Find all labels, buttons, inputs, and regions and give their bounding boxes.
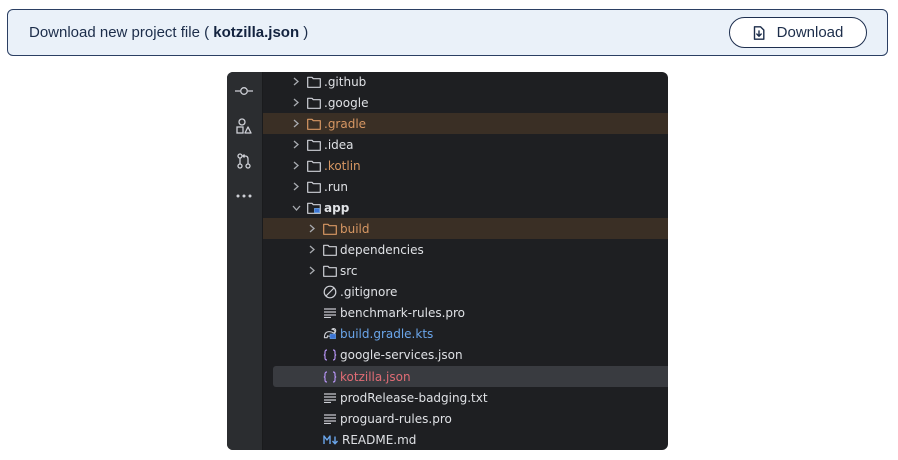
file-download-icon [753, 25, 765, 40]
folder-icon [307, 138, 321, 152]
tree-item-google-services[interactable]: google-services.json [263, 344, 668, 365]
tree-item-label: .run [324, 179, 348, 194]
chevron-right-icon[interactable] [291, 161, 301, 171]
chevron-right-icon[interactable] [291, 182, 301, 192]
commit-icon[interactable] [234, 81, 254, 101]
markdown-icon [323, 433, 339, 447]
tree-item-label: prodRelease-badging.txt [340, 390, 488, 405]
tree-item-gradle[interactable]: .gradle [263, 113, 668, 134]
tree-item-label: .kotlin [324, 158, 361, 173]
tree-item-run[interactable]: .run [263, 176, 668, 197]
tree-item-build-gradle-kts[interactable]: build.gradle.kts [263, 323, 668, 344]
tree-item-label: kotzilla.json [340, 369, 411, 384]
tree-item-proguard-rules[interactable]: proguard-rules.pro [263, 408, 668, 429]
chevron-down-icon[interactable] [291, 203, 301, 213]
download-banner: Download new project file ( kotzilla.jso… [7, 9, 888, 56]
tool-window-strip [227, 72, 263, 450]
text-file-icon [323, 306, 337, 320]
json-braces-icon [323, 370, 337, 384]
project-tree: .github .google .gradle .idea .kotlin .r… [263, 72, 668, 450]
tree-item-src[interactable]: src [263, 260, 668, 281]
tree-item-build[interactable]: build [263, 218, 668, 239]
download-button-label: Download [776, 24, 844, 41]
chevron-right-icon[interactable] [291, 140, 301, 150]
tree-item-google[interactable]: .google [263, 92, 668, 113]
folder-icon [307, 180, 321, 194]
tree-item-kotzilla-json[interactable]: kotzilla.json [273, 366, 668, 387]
chevron-right-icon[interactable] [291, 119, 301, 129]
gradle-icon [323, 327, 337, 341]
tree-item-app[interactable]: app [263, 197, 668, 218]
tree-item-idea[interactable]: .idea [263, 134, 668, 155]
folder-icon [307, 75, 321, 89]
ide-project-panel: .github .google .gradle .idea .kotlin .r… [227, 72, 668, 450]
tree-item-label: .github [324, 74, 367, 89]
tree-item-readme[interactable]: README.md [263, 429, 668, 450]
tree-item-label: .gradle [324, 116, 367, 131]
shapes-icon[interactable] [234, 116, 254, 136]
tree-item-label: .google [324, 95, 369, 110]
tree-item-gitignore[interactable]: .gitignore [263, 281, 668, 302]
folder-icon [323, 264, 337, 278]
tree-item-label: src [340, 263, 358, 278]
module-folder-icon [307, 201, 321, 215]
tree-item-benchmark-rules[interactable]: benchmark-rules.pro [263, 302, 668, 323]
tree-item-label: .gitignore [340, 284, 398, 299]
ignore-file-icon [323, 285, 337, 299]
chevron-right-icon[interactable] [307, 224, 317, 234]
chevron-right-icon[interactable] [307, 266, 317, 276]
pull-requests-icon[interactable] [234, 151, 254, 171]
chevron-right-icon[interactable] [307, 245, 317, 255]
download-button[interactable]: Download [729, 17, 867, 48]
banner-message: Download new project file ( kotzilla.jso… [29, 24, 309, 41]
tree-item-kotlin[interactable]: .kotlin [263, 155, 668, 176]
chevron-right-icon[interactable] [291, 98, 301, 108]
tree-item-label: proguard-rules.pro [340, 411, 452, 426]
tree-item-github[interactable]: .github [263, 72, 668, 92]
banner-filename: kotzilla.json [213, 24, 300, 41]
more-icon[interactable] [234, 186, 254, 206]
folder-icon [307, 159, 321, 173]
tree-item-label: google-services.json [340, 347, 463, 362]
tree-item-dependencies[interactable]: dependencies [263, 239, 668, 260]
tree-item-label: dependencies [340, 242, 424, 257]
tree-item-label: .idea [324, 137, 354, 152]
chevron-right-icon[interactable] [291, 77, 301, 87]
text-file-icon [323, 391, 337, 405]
folder-icon [307, 96, 321, 110]
tree-item-label: build [340, 221, 370, 236]
tree-item-label: app [324, 200, 350, 215]
tree-item-label: benchmark-rules.pro [340, 305, 466, 320]
folder-excluded-icon [323, 222, 337, 236]
tree-item-label: build.gradle.kts [340, 326, 434, 341]
folder-icon [323, 243, 337, 257]
tree-item-prodrelease-badging[interactable]: prodRelease-badging.txt [263, 387, 668, 408]
json-braces-icon [323, 348, 337, 362]
tree-item-label: README.md [342, 432, 417, 447]
folder-excluded-icon [307, 117, 321, 131]
text-file-icon [323, 412, 337, 426]
